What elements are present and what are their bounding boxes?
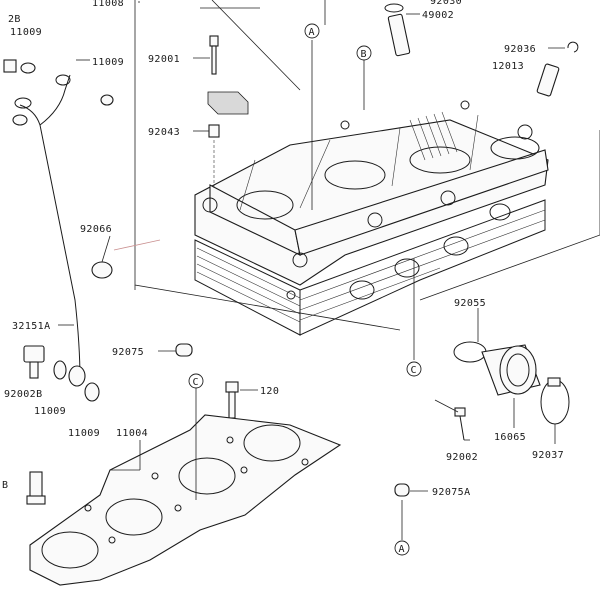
callout-2b: 2B (8, 14, 21, 25)
callout-92075: 92075 (112, 347, 144, 358)
callout-12013: 12013 (492, 61, 524, 72)
frame-lines (134, 0, 600, 331)
washers-11009 (53, 360, 100, 402)
callout-b: B (2, 480, 8, 491)
ref-circle-b-top: B (356, 45, 372, 61)
callout-120: 120 (260, 386, 279, 397)
oil-pipe-assembly (3, 59, 114, 381)
svg-text:C: C (193, 377, 199, 388)
callout-16065: 16065 (494, 432, 526, 443)
pin-92075 (175, 343, 193, 357)
callout-92037: 92037 (532, 450, 564, 461)
callout-11008: 11008 (92, 0, 124, 9)
leader-lines (58, 1, 565, 500)
callout-11009-lower: 11009 (68, 428, 100, 439)
callout-49002: 49002 (422, 10, 454, 21)
clamp-92037 (540, 377, 570, 425)
ref-circle-c-gasket: C (188, 373, 204, 389)
o-ring-92055 (453, 341, 487, 363)
svg-text:A: A (309, 27, 315, 38)
banjo-bolt-92002b (23, 345, 45, 379)
bracket-92043 (207, 91, 249, 190)
callout-11009-top-left: 11009 (10, 27, 42, 38)
callout-11009-top-right: 11009 (92, 57, 124, 68)
ref-circle-c-mid: C (406, 361, 422, 377)
callout-92002b: 92002B (4, 389, 43, 400)
callout-92043: 92043 (148, 127, 180, 138)
dowel-92075a (394, 483, 410, 540)
ref-circle-a-top: A (304, 23, 320, 39)
bolt-92001 (209, 35, 219, 75)
holder-16065 (481, 344, 541, 396)
callout-92036: 92036 (504, 44, 536, 55)
ref-circle-a-bottom: A (394, 540, 410, 556)
callout-92001: 92001 (148, 54, 180, 65)
callout-92002: 92002 (446, 452, 478, 463)
svg-text:A: A (399, 544, 405, 555)
bolt-b (26, 471, 46, 505)
svg-text:B: B (361, 49, 367, 60)
callout-92055: 92055 (454, 298, 486, 309)
callout-92075a: 92075A (432, 487, 471, 498)
screw-92002 (454, 407, 466, 441)
cylinder-head (194, 100, 549, 336)
callout-11004: 11004 (116, 428, 148, 439)
callout-92066: 92066 (80, 224, 112, 235)
callout-32151a: 32151A (12, 321, 51, 332)
svg-text:C: C (411, 365, 417, 376)
part-callouts: 11008 2B 11009 11009 92001 49002 92030 9… (2, 0, 564, 498)
callout-11009-mid: 11009 (34, 406, 66, 417)
plug-92066 (91, 239, 161, 279)
valve-parts-top (384, 3, 579, 97)
callout-92030: 92030 (430, 0, 462, 7)
head-gasket-11004 (29, 414, 342, 586)
